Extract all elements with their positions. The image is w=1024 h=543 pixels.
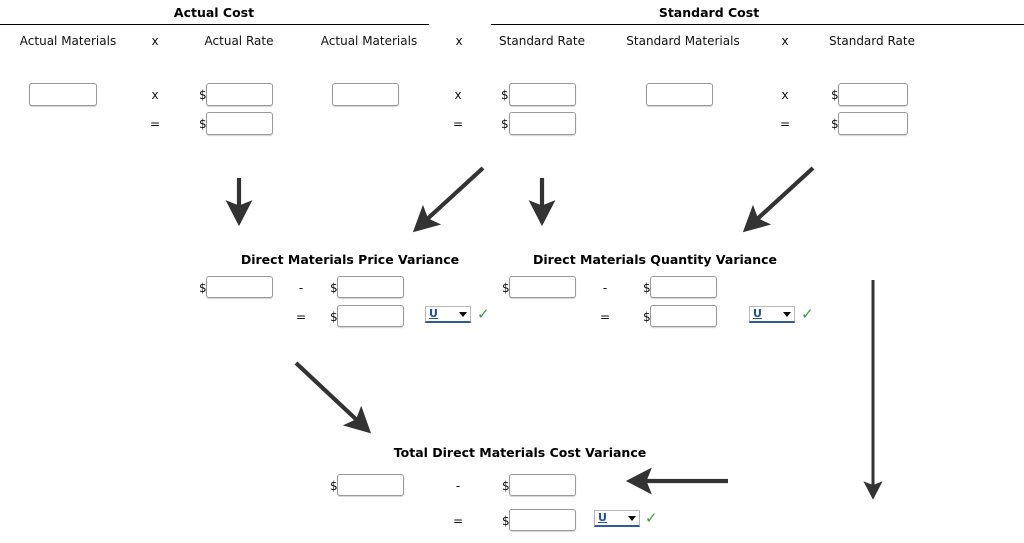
header-rule-right <box>491 24 1024 25</box>
operator-minus-total-variance: - <box>455 479 461 493</box>
price-variance-left-input[interactable] <box>206 276 273 298</box>
column-header-times-2: x <box>455 34 463 48</box>
group-title-standard-cost: Standard Cost <box>658 5 760 20</box>
dollar-sign-price-variance-right: $ <box>330 281 338 295</box>
dollar-sign-actual-rate: $ <box>199 88 207 102</box>
price-variance-select-box[interactable] <box>425 306 471 323</box>
operator-minus-price-variance: - <box>298 281 304 295</box>
chevron-down-icon[interactable] <box>459 312 467 317</box>
actual-cost-total-input[interactable] <box>206 112 273 135</box>
operator-equals-price-variance: = <box>295 310 307 324</box>
column-header-standard-materials: Standard Materials <box>626 34 740 48</box>
standard-rate-input-1[interactable] <box>509 83 576 106</box>
dollar-sign-standard-rate-2: $ <box>831 88 839 102</box>
quantity-variance-select-value: U <box>753 307 762 320</box>
standard-materials-input[interactable] <box>646 83 713 106</box>
chevron-down-icon[interactable] <box>783 312 791 317</box>
actual-materials-input-1[interactable] <box>29 83 97 106</box>
total-variance-right-input[interactable] <box>509 474 576 496</box>
standard-cost-total-input[interactable] <box>838 112 908 135</box>
operator-times-row1-col3: x <box>781 88 789 102</box>
operator-equals-total-variance: = <box>452 514 464 528</box>
operator-equals-quantity-variance: = <box>599 310 611 324</box>
operator-minus-quantity-variance: - <box>602 281 608 295</box>
section-title-total-variance: Total Direct Materials Cost Variance <box>393 445 647 460</box>
dollar-sign-quantity-variance-left: $ <box>502 281 510 295</box>
arrow-diagonal-to-price-variance <box>412 166 485 233</box>
quantity-variance-check-icon: ✓ <box>801 305 814 323</box>
actual-rate-input[interactable] <box>206 83 273 106</box>
section-title-quantity-variance: Direct Materials Quantity Variance <box>532 252 778 267</box>
operator-times-row1-col1: x <box>151 88 159 102</box>
dollar-sign-total-variance-left: $ <box>330 479 338 493</box>
arrow-diagonal-to-total-variance <box>294 361 372 434</box>
total-variance-left-input[interactable] <box>337 474 404 496</box>
quantity-variance-select-box[interactable] <box>749 306 795 323</box>
column-header-standard-rate-2: Standard Rate <box>829 34 915 48</box>
total-variance-favorability-select[interactable]: U <box>594 510 640 527</box>
price-variance-result-input[interactable] <box>337 305 404 327</box>
header-rule-left <box>0 24 429 25</box>
price-variance-check-icon: ✓ <box>477 305 490 323</box>
dollar-sign-quantity-variance-right: $ <box>643 281 651 295</box>
dollar-sign-price-variance-result: $ <box>330 310 338 324</box>
total-variance-select-box[interactable] <box>594 510 640 527</box>
operator-equals-row2-col1: = <box>149 117 161 131</box>
total-variance-result-input[interactable] <box>509 509 576 531</box>
quantity-variance-favorability-select[interactable]: U <box>749 306 795 323</box>
dollar-sign-quantity-variance-result: $ <box>643 310 651 324</box>
actual-materials-input-2[interactable] <box>332 83 399 106</box>
section-title-price-variance: Direct Materials Price Variance <box>240 252 460 267</box>
price-variance-select-value: U <box>429 307 438 320</box>
dollar-sign-price-variance-left: $ <box>199 281 207 295</box>
total-variance-check-icon: ✓ <box>645 509 658 527</box>
price-variance-right-input[interactable] <box>337 276 404 298</box>
group-title-actual-cost: Actual Cost <box>173 5 255 20</box>
operator-equals-row2-col2: = <box>452 117 464 131</box>
chevron-down-icon[interactable] <box>628 516 636 521</box>
dollar-sign-standard-rate-1: $ <box>501 88 509 102</box>
dollar-sign-standard-cost-total: $ <box>831 117 839 131</box>
column-header-times-1: x <box>151 34 159 48</box>
dollar-sign-actual-cost-total: $ <box>199 117 207 131</box>
price-variance-favorability-select[interactable]: U <box>425 306 471 323</box>
dollar-sign-actual-qty-standard-rate-total: $ <box>501 117 509 131</box>
operator-equals-row2-col3: = <box>779 117 791 131</box>
column-header-actual-rate: Actual Rate <box>204 34 274 48</box>
column-header-standard-rate-1: Standard Rate <box>499 34 585 48</box>
column-header-actual-materials-1: Actual Materials <box>19 34 117 48</box>
standard-rate-input-2[interactable] <box>838 83 908 106</box>
actual-qty-standard-rate-total-input[interactable] <box>509 112 576 135</box>
dollar-sign-total-variance-result: $ <box>502 514 510 528</box>
column-header-times-3: x <box>781 34 789 48</box>
total-variance-select-value: U <box>598 511 607 524</box>
column-header-actual-materials-2: Actual Materials <box>320 34 418 48</box>
quantity-variance-right-input[interactable] <box>650 276 717 298</box>
arrow-diagonal-to-quantity-variance <box>742 166 815 233</box>
quantity-variance-left-input[interactable] <box>509 276 576 298</box>
quantity-variance-result-input[interactable] <box>650 305 717 327</box>
dollar-sign-total-variance-right: $ <box>502 479 510 493</box>
operator-times-row1-col2: x <box>454 88 462 102</box>
